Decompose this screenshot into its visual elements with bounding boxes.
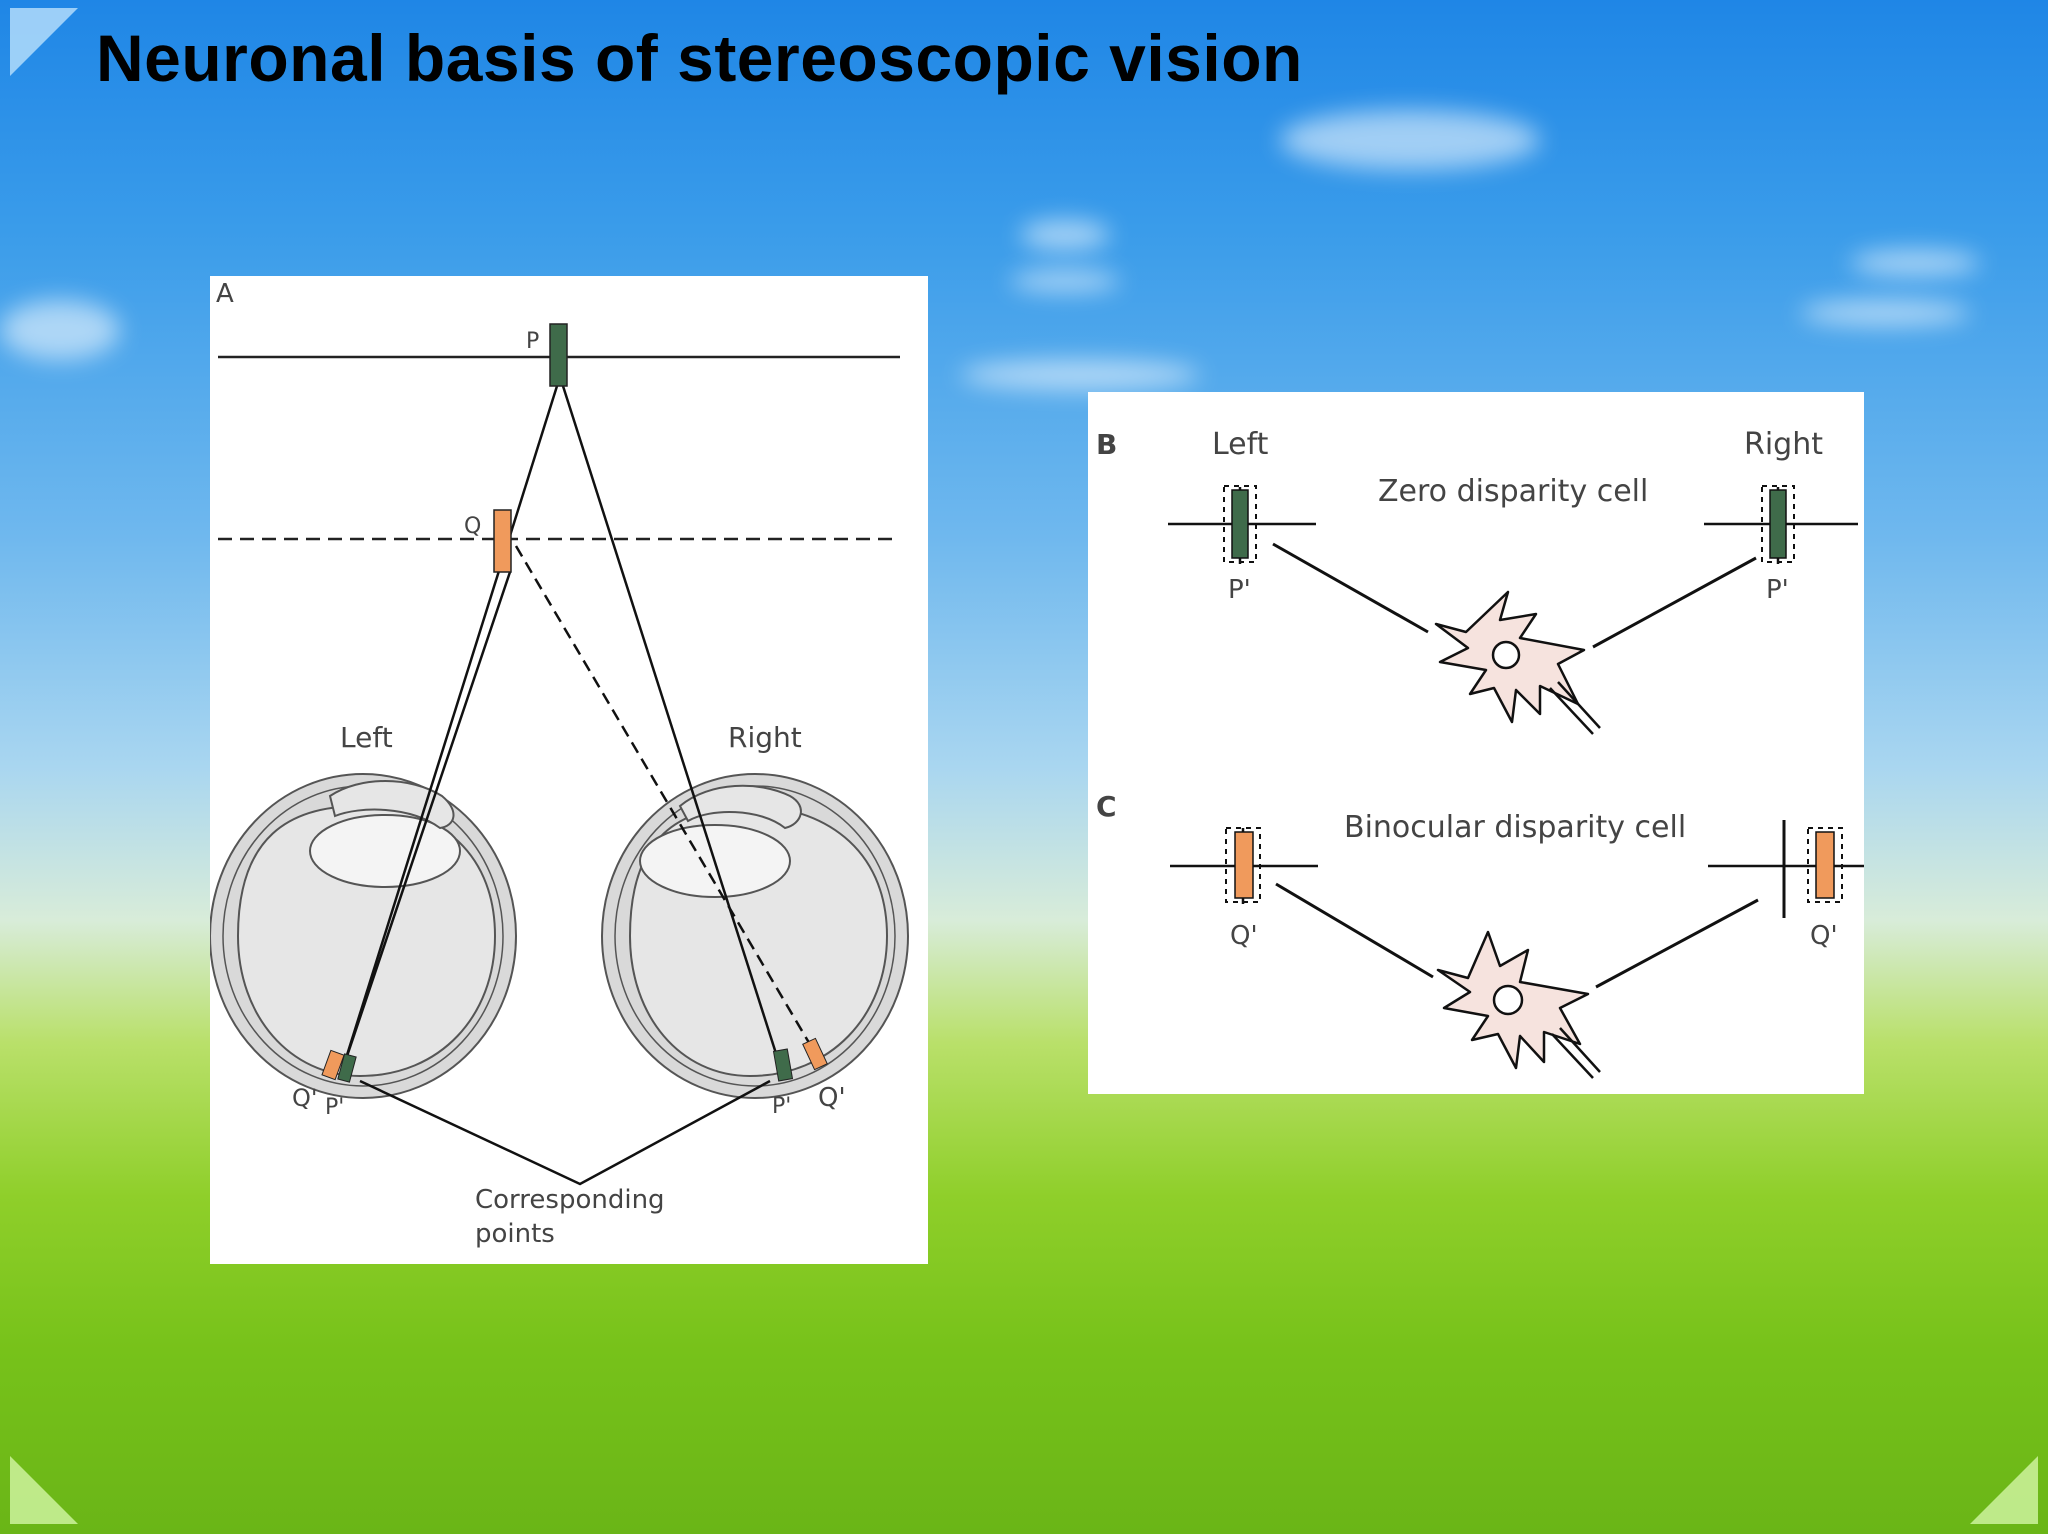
slide-title: Neuronal basis of stereoscopic vision (96, 21, 1303, 95)
panel-b-left-axon (1272, 542, 1429, 634)
panel-b-left-p-prime: P' (1228, 575, 1251, 605)
panel-b-right-receptive-field (1704, 485, 1858, 564)
cloud (1020, 220, 1110, 250)
cloud (1280, 110, 1540, 170)
left-eye (210, 773, 517, 1099)
right-q-retina-marker (802, 1037, 828, 1071)
cloud (1850, 250, 1980, 276)
ray-q-left (340, 571, 512, 1072)
cloud (1010, 270, 1120, 292)
ray-p-right (561, 385, 782, 1067)
corresponding-points-lines (359, 1079, 771, 1186)
cloud (0, 300, 120, 360)
label-left-eye: Left (340, 721, 393, 754)
label-right-eye: Right (728, 721, 802, 754)
panel-b-letter: B (1096, 428, 1117, 461)
label-corresponding-1: Corresponding (475, 1185, 665, 1215)
panel-a-stereo-geometry: A P (210, 276, 928, 1264)
panel-c-right-axon (1595, 898, 1759, 989)
panel-b-right-p-prime: P' (1766, 575, 1789, 605)
panel-b-neuron (1434, 590, 1601, 735)
point-p-marker (549, 323, 568, 387)
left-p-retina-marker (337, 1053, 357, 1083)
panel-b-left-label: Left (1212, 427, 1269, 462)
panel-c-left-q-prime: Q' (1230, 921, 1258, 951)
panel-a-letter: A (216, 279, 234, 309)
panel-c-letter: C (1096, 790, 1117, 823)
right-eye (601, 773, 909, 1099)
panel-c-left-axon (1275, 882, 1434, 979)
panel-b-title: Zero disparity cell (1378, 474, 1648, 509)
panel-a-diagram: A P (210, 279, 909, 1249)
label-corresponding-2: points (475, 1219, 555, 1249)
panel-b-left-receptive-field (1168, 485, 1316, 564)
panel-c-neuron (1436, 930, 1601, 1079)
label-q: Q (464, 514, 481, 539)
left-q-retina-marker (321, 1049, 345, 1081)
label-p: P (526, 329, 539, 354)
corner-triangle-bottom-left (10, 1456, 78, 1524)
panel-c-left-receptive-field (1170, 827, 1318, 904)
panel-c-right-receptive-field (1708, 820, 1864, 918)
panel-bc-diagram: B Left Right Zero disparity cell P' P' C (1096, 427, 1864, 1079)
cloud (960, 360, 1200, 390)
point-q-marker (493, 509, 512, 573)
right-p-retina-marker (772, 1048, 794, 1082)
ray-p-left (340, 385, 559, 1072)
corner-triangle-top-left (10, 8, 78, 76)
label-right-p-prime: P' (772, 1094, 791, 1119)
panel-b-right-axon (1592, 556, 1757, 649)
panel-c-right-q-prime: Q' (1810, 921, 1838, 951)
ray-q-right-dashed (514, 545, 820, 1059)
label-left-p-prime: P' (325, 1095, 344, 1120)
label-left-q-prime: Q' (292, 1084, 318, 1112)
panel-b-right-label: Right (1744, 427, 1823, 462)
label-right-q-prime: Q' (818, 1083, 846, 1113)
cloud (1800, 300, 1970, 326)
corner-triangle-bottom-right (1970, 1456, 2038, 1524)
panel-bc-disparity-cells: B Left Right Zero disparity cell P' P' C (1088, 392, 1864, 1094)
panel-c-title: Binocular disparity cell (1344, 810, 1686, 845)
